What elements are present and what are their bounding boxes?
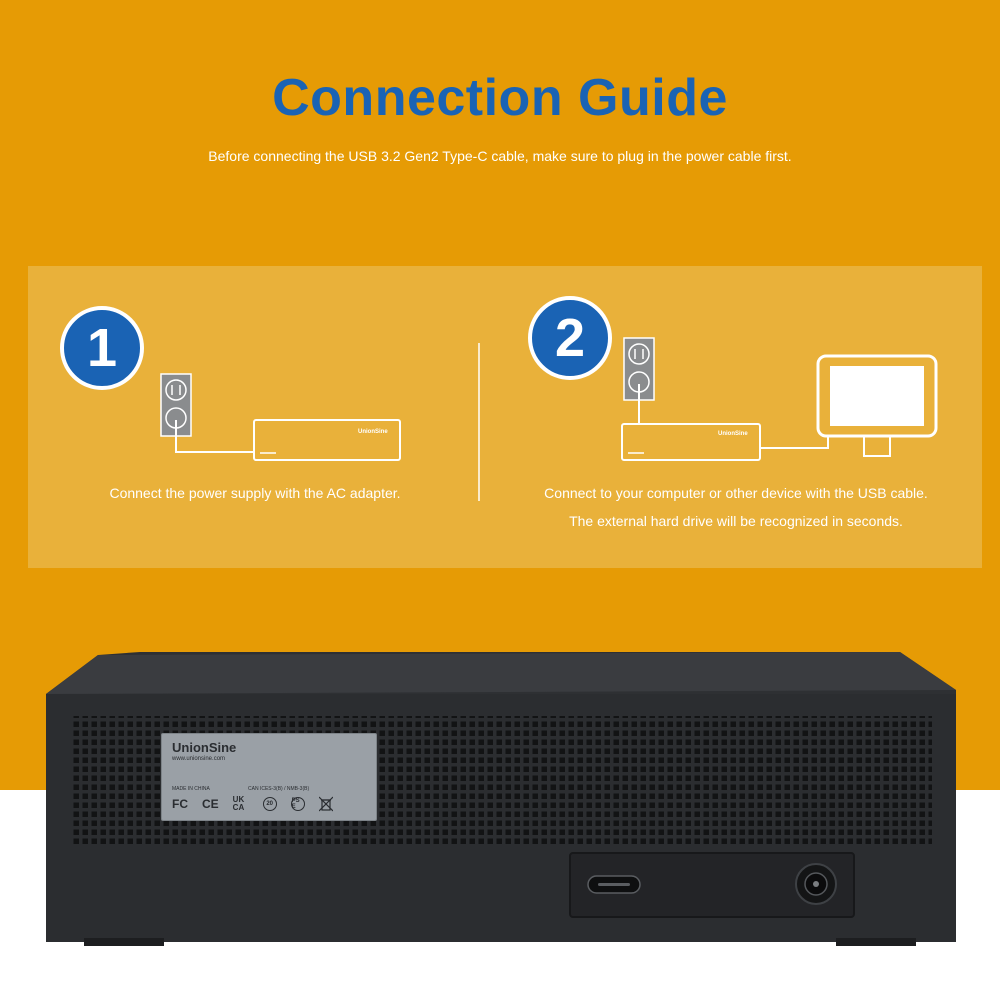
device-label-certification: CAN ICES-3(B) / NMB-3(B) <box>248 786 310 792</box>
drive-brand-step2: UnionSine <box>718 431 748 437</box>
usb-c-port-icon <box>587 875 641 894</box>
port-plate <box>569 852 855 918</box>
recycle-20-mark: 20 <box>262 797 277 811</box>
drive-illustration-step2 <box>621 423 761 461</box>
power-cable <box>175 420 254 453</box>
device-label-brand: UnionSine <box>172 740 237 755</box>
step-2-caption-line2: The external hard drive will be recogniz… <box>569 513 903 529</box>
dc-power-jack-icon <box>795 863 837 905</box>
ce-mark: CE <box>202 797 219 811</box>
weee-bin-icon <box>318 796 333 812</box>
device-label-url: www.unionsine.com <box>172 756 226 762</box>
pse-mark: PS E <box>290 797 305 811</box>
step-2-caption-line1: Connect to your computer or other device… <box>544 485 928 501</box>
device-label: UnionSine www.unionsine.com MADE IN CHIN… <box>161 733 377 821</box>
step-2-badge: 2 <box>528 296 612 380</box>
page-subtitle: Before connecting the USB 3.2 Gen2 Type-… <box>208 148 792 164</box>
step-1-badge: 1 <box>60 306 144 390</box>
fcc-mark: FC <box>172 797 188 811</box>
steps-divider <box>478 343 480 501</box>
device-label-marks: FC CE UK CA 20 PS E <box>172 796 333 812</box>
drive-brand-step1: UnionSine <box>358 429 388 435</box>
monitor-icon <box>816 354 938 457</box>
step-1-caption: Connect the power supply with the AC ada… <box>109 485 401 501</box>
ukca-mark: UK CA <box>232 795 245 812</box>
page-title: Connection Guide <box>272 69 728 127</box>
device-label-made-in: MADE IN CHINA <box>172 786 210 792</box>
usb-cable <box>760 436 829 449</box>
drive-illustration-step1 <box>253 419 401 461</box>
